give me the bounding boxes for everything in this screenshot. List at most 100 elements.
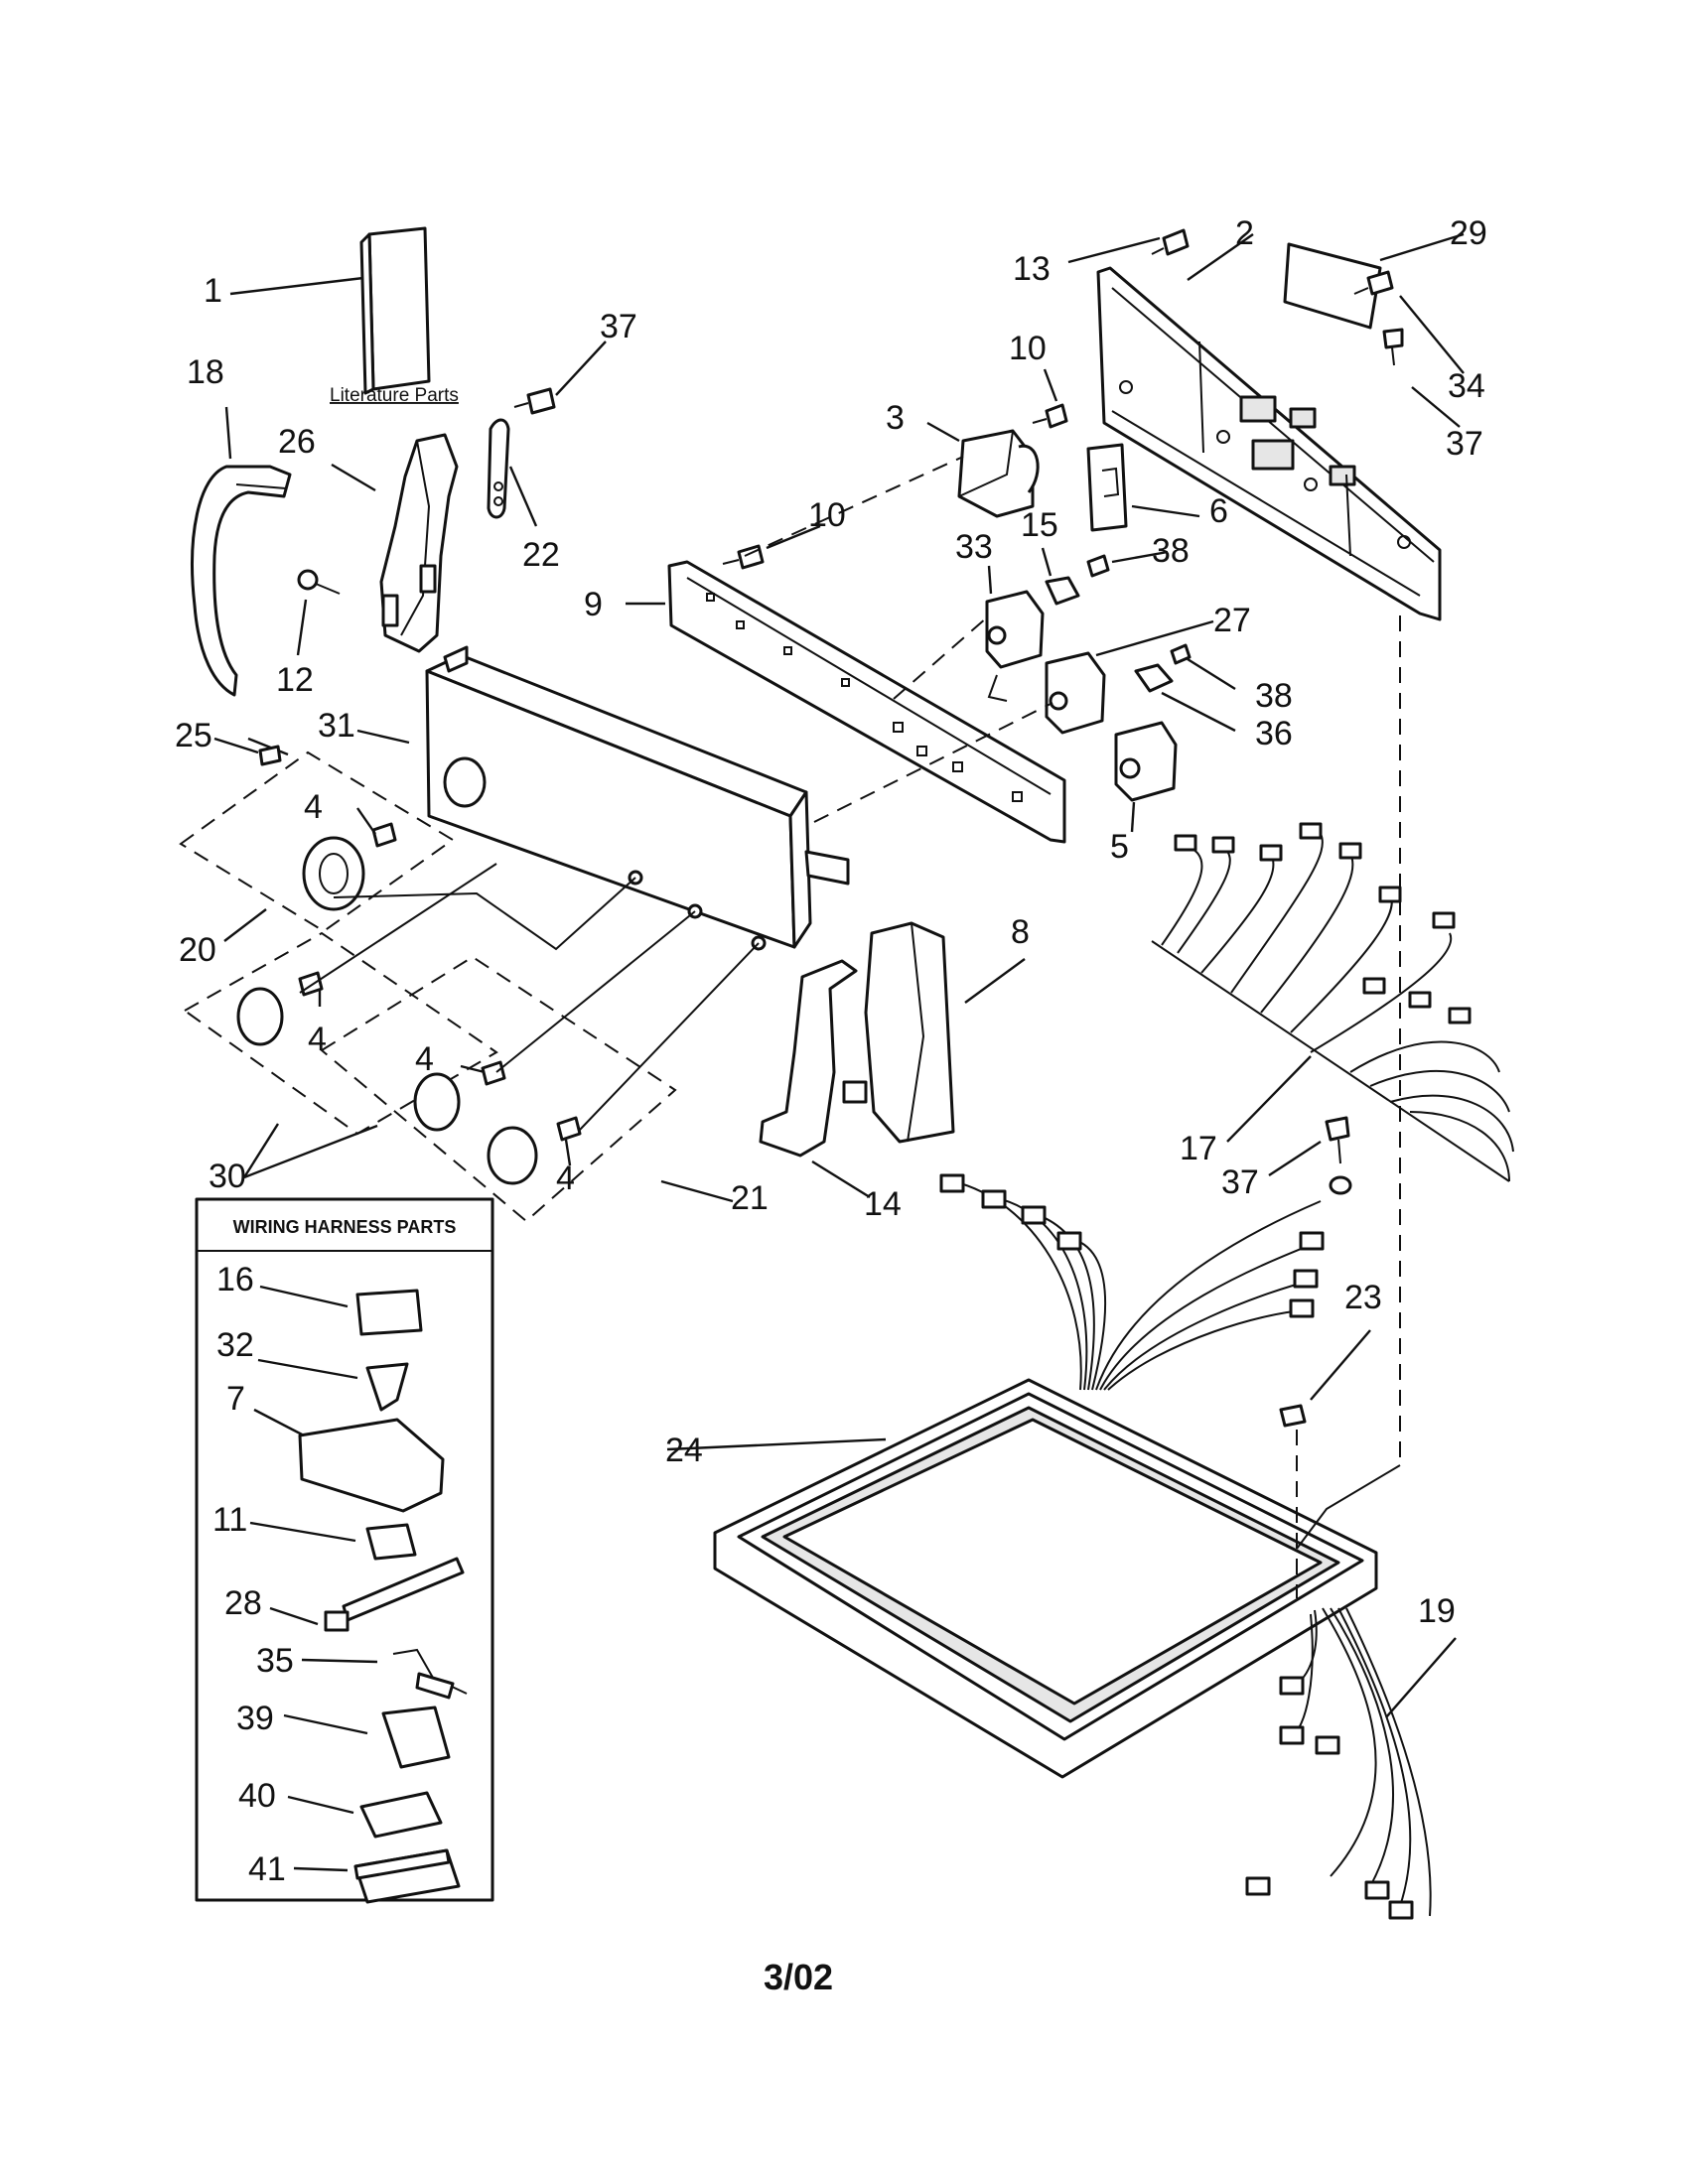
callout-2: 2 [1235, 214, 1254, 252]
switch-5 [1114, 721, 1178, 833]
component-36 [1134, 663, 1236, 733]
end-cap-left [191, 406, 292, 697]
callout-4c: 4 [415, 1040, 434, 1078]
callout-15: 15 [1021, 506, 1058, 544]
mounting-bracket-29 [1283, 232, 1465, 330]
switch-27 [1045, 619, 1214, 735]
callout-7: 7 [226, 1380, 245, 1418]
callout-41: 41 [248, 1850, 286, 1888]
screw-38-lower [1170, 643, 1236, 691]
literature-parts-caption: Literature Parts [330, 385, 459, 406]
console-end-bracket-left [331, 433, 459, 653]
callout-12: 12 [276, 661, 314, 699]
end-cap-right [759, 959, 871, 1199]
harness-block-7 [253, 1408, 445, 1513]
callout-37b: 37 [1446, 425, 1483, 463]
wire-harness-17 [1151, 822, 1514, 1182]
console-back-panel [1096, 233, 1442, 621]
assembly-guide-lines [744, 456, 1401, 1598]
harness-terminal-35 [301, 1648, 468, 1700]
callout-5: 5 [1110, 828, 1129, 866]
callout-35: 35 [256, 1642, 294, 1680]
callout-labels: 1 2 3 4 4 4 4 5 6 7 8 9 10 10 11 12 13 1… [175, 214, 1487, 1888]
callout-29: 29 [1450, 214, 1487, 252]
footer-date: 3/02 [764, 1957, 833, 1997]
callout-4b: 4 [308, 1021, 327, 1058]
harness-connector-39 [283, 1706, 451, 1769]
ground-screw-37 [1268, 1116, 1352, 1195]
callout-11: 11 [212, 1501, 247, 1539]
callout-37c: 37 [1221, 1163, 1259, 1201]
callout-31: 31 [318, 707, 355, 745]
screw-10-lower [722, 524, 821, 570]
screw-37-left [513, 341, 607, 415]
callout-9: 9 [584, 586, 603, 623]
callout-1: 1 [204, 272, 222, 310]
mounting-plate [1086, 443, 1200, 532]
callout-16: 16 [216, 1261, 254, 1298]
callout-34: 34 [1448, 367, 1485, 405]
harness-connector-11 [249, 1521, 417, 1561]
callout-30: 30 [209, 1158, 246, 1195]
callout-24: 24 [665, 1432, 703, 1469]
push-to-start-switch [926, 421, 1040, 518]
callout-17: 17 [1180, 1130, 1217, 1167]
callout-32: 32 [216, 1326, 254, 1364]
callout-13: 13 [1013, 250, 1051, 288]
clip-23 [1279, 1329, 1371, 1428]
callout-37a: 37 [600, 308, 637, 345]
control-console [356, 645, 850, 951]
screw-12 [296, 569, 341, 656]
callout-27: 27 [1213, 602, 1251, 639]
clip [487, 418, 538, 527]
screw-37-right [1382, 328, 1461, 428]
console-end-bracket-right [842, 921, 1026, 1144]
control-panel-strip [626, 560, 1066, 844]
harness-tie-28 [269, 1557, 465, 1632]
callout-38a: 38 [1152, 532, 1190, 570]
screw-34 [1353, 270, 1465, 374]
callout-19: 19 [1418, 1592, 1456, 1630]
callout-3: 3 [886, 399, 905, 437]
callout-22: 22 [522, 536, 560, 574]
console-hole-leaders [247, 737, 760, 1166]
callout-25: 25 [175, 717, 212, 754]
screw-13 [1067, 228, 1190, 264]
harness-connector-16 [259, 1285, 423, 1336]
harness-clip-32 [257, 1358, 409, 1412]
callout-40: 40 [238, 1777, 276, 1815]
wiring-harness-title: WIRING HARNESS PARTS [233, 1217, 457, 1237]
wiring-harness-parts-box [195, 1197, 494, 1902]
callout-21: 21 [731, 1179, 769, 1217]
callout-10a: 10 [1009, 330, 1047, 367]
harness-connector-40 [287, 1791, 443, 1839]
screw-10-upper [1032, 368, 1068, 429]
callout-14: 14 [864, 1185, 902, 1223]
top-panel [666, 1378, 1378, 1779]
callout-20: 20 [179, 931, 216, 969]
screw-25 [213, 737, 282, 766]
callout-4a: 4 [304, 788, 323, 826]
knob-assembly-30 [183, 931, 498, 1179]
component-15 [1041, 547, 1080, 606]
callout-26: 26 [278, 423, 316, 461]
literature-booklet [229, 226, 431, 395]
callout-18: 18 [187, 353, 224, 391]
knob-assembly-20 [179, 751, 455, 942]
screw-38-upper [1086, 550, 1169, 578]
callout-36: 36 [1255, 715, 1293, 752]
selector-switch-33 [985, 565, 1045, 702]
callout-10b: 10 [808, 496, 846, 534]
callout-33: 33 [955, 528, 993, 566]
wire-harness-main [939, 1173, 1325, 1391]
callout-39: 39 [236, 1700, 274, 1737]
callout-23: 23 [1344, 1279, 1382, 1316]
callout-28: 28 [224, 1584, 262, 1622]
harness-block-41 [293, 1848, 461, 1904]
callout-4d: 4 [556, 1160, 575, 1197]
callout-8: 8 [1011, 913, 1030, 951]
knob-assembly-21 [320, 955, 734, 1223]
callout-6: 6 [1209, 492, 1228, 530]
wire-harness-19 [1245, 1607, 1457, 1920]
